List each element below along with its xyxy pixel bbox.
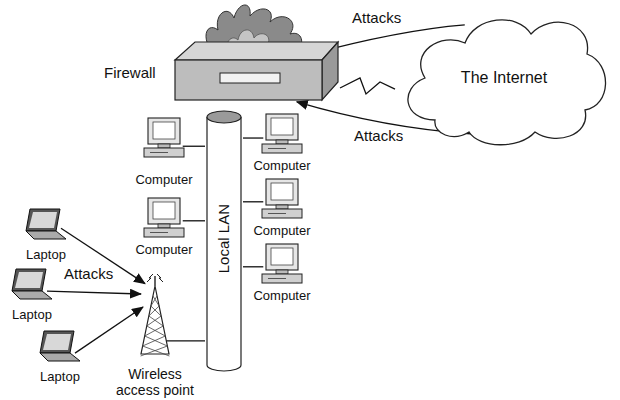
connector — [183, 220, 205, 221]
firewall-icon — [100, 0, 340, 106]
node-label: Laptop — [26, 248, 66, 263]
laptop-node: Laptop — [2, 265, 62, 323]
connector — [75, 307, 143, 353]
computer-node: Computer — [128, 116, 200, 188]
tube-node: Local LAN — [205, 105, 243, 373]
node-label: Local LAN — [215, 204, 232, 273]
connector — [47, 291, 141, 294]
node-label: Firewall — [104, 64, 156, 81]
edge-label: Attacks — [350, 10, 403, 27]
node-label: Computer — [135, 243, 192, 258]
connector — [165, 340, 205, 341]
node-label: Computer — [253, 224, 310, 239]
computer-node: Computer — [246, 112, 318, 174]
laptop-node: Laptop — [30, 327, 90, 385]
node-label: Computer — [253, 289, 310, 304]
connector — [243, 266, 263, 267]
node-label: Laptop — [40, 370, 80, 385]
edge-label: Attacks — [352, 128, 405, 145]
edge-label: Attacks — [62, 266, 115, 283]
laptop-node: Laptop — [16, 205, 76, 263]
connector — [183, 146, 205, 147]
wap-node: Wireless access point — [105, 268, 205, 398]
firewall-node: Firewall — [100, 0, 340, 106]
connector — [243, 201, 263, 202]
node-label: Wireless access point — [109, 366, 201, 398]
node-label: Laptop — [12, 308, 52, 323]
computer-node: Computer — [246, 177, 318, 239]
connector — [340, 78, 395, 94]
node-label: The Internet — [461, 69, 547, 87]
cloud-node: The Internet — [395, 8, 613, 148]
node-label: Computer — [135, 173, 192, 188]
connector — [61, 228, 145, 283]
computer-node: Computer — [246, 242, 318, 304]
connector — [243, 137, 263, 138]
computer-node: Computer — [128, 196, 200, 258]
node-label: Computer — [253, 159, 310, 174]
